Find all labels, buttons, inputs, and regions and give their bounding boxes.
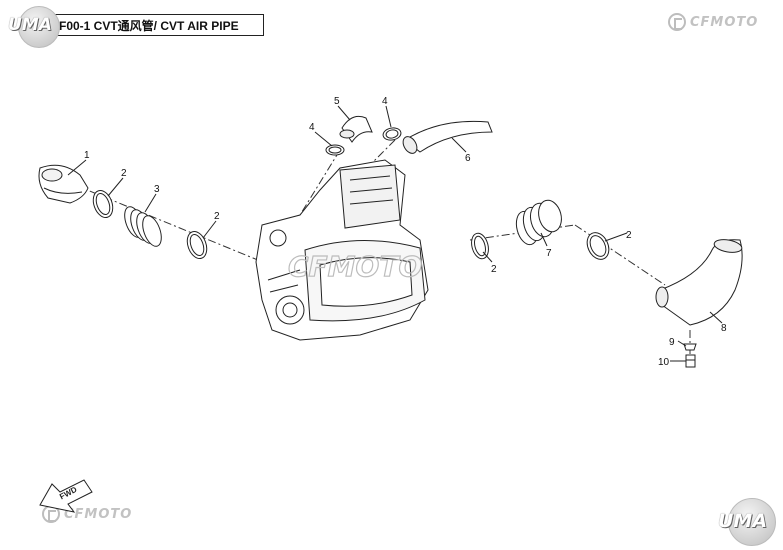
uma-logo-bottom-right: UMA xyxy=(716,496,780,546)
page-title: F00-1 CVT通风管/ CVT AIR PIPE xyxy=(59,19,239,33)
part-8-intake-elbow-pipe xyxy=(655,239,743,326)
cfmoto-logo-text: CFMOTO xyxy=(690,14,759,30)
part-9-clip xyxy=(683,343,697,351)
callout-5: 5 xyxy=(334,96,340,107)
cfmoto-logo-text: CFMOTO xyxy=(64,506,133,522)
part-10-drain-plug xyxy=(685,354,696,368)
part-3-bellows-connector xyxy=(124,206,162,247)
part-6-cvt-outlet-pipe xyxy=(402,120,493,154)
callout-8: 8 xyxy=(721,323,727,334)
uma-logo-text: UMA xyxy=(8,15,52,35)
part-1-intake-cap xyxy=(38,164,89,204)
part-5-elbow-pipe xyxy=(339,115,373,143)
callout-9: 9 xyxy=(669,337,675,348)
callout-3: 3 xyxy=(154,184,160,195)
part-2-hose-clamp-b xyxy=(186,230,208,260)
part-2-hose-clamp-d xyxy=(586,232,610,260)
callout-2: 2 xyxy=(626,230,632,241)
cfmoto-logo-top-right: CFMOTO xyxy=(668,13,758,31)
leader-lines xyxy=(67,105,723,362)
cfmoto-watermark: CFMOTO xyxy=(288,250,422,283)
part-7-bellows-boot xyxy=(515,199,562,246)
part-2-hose-clamp-c xyxy=(471,232,489,260)
diagram-title-box: F00-1 CVT通风管/ CVT AIR PIPE xyxy=(44,14,264,36)
uma-logo-text: UMA xyxy=(718,510,768,532)
callout-2: 2 xyxy=(121,168,127,179)
part-4-clamp-small xyxy=(325,144,345,156)
callout-4: 4 xyxy=(309,122,315,133)
callout-10: 10 xyxy=(658,357,670,368)
engine-assembly xyxy=(255,159,429,341)
part-4-clamp-upper xyxy=(382,127,402,141)
callout-2: 2 xyxy=(491,264,497,275)
callout-4: 4 xyxy=(382,96,388,107)
callout-2: 2 xyxy=(214,211,220,222)
uma-logo-top-left: UMA xyxy=(8,4,68,48)
callout-7: 7 xyxy=(546,248,552,259)
part-2-hose-clamp-a xyxy=(92,189,114,219)
callout-1: 1 xyxy=(84,150,90,161)
callout-numbers: 1 2 3 2 4 5 4 6 2 7 2 8 9 10 xyxy=(84,96,727,368)
fwd-direction-arrow xyxy=(39,479,93,513)
callout-6: 6 xyxy=(465,153,471,164)
cfmoto-mark-icon xyxy=(668,13,686,31)
